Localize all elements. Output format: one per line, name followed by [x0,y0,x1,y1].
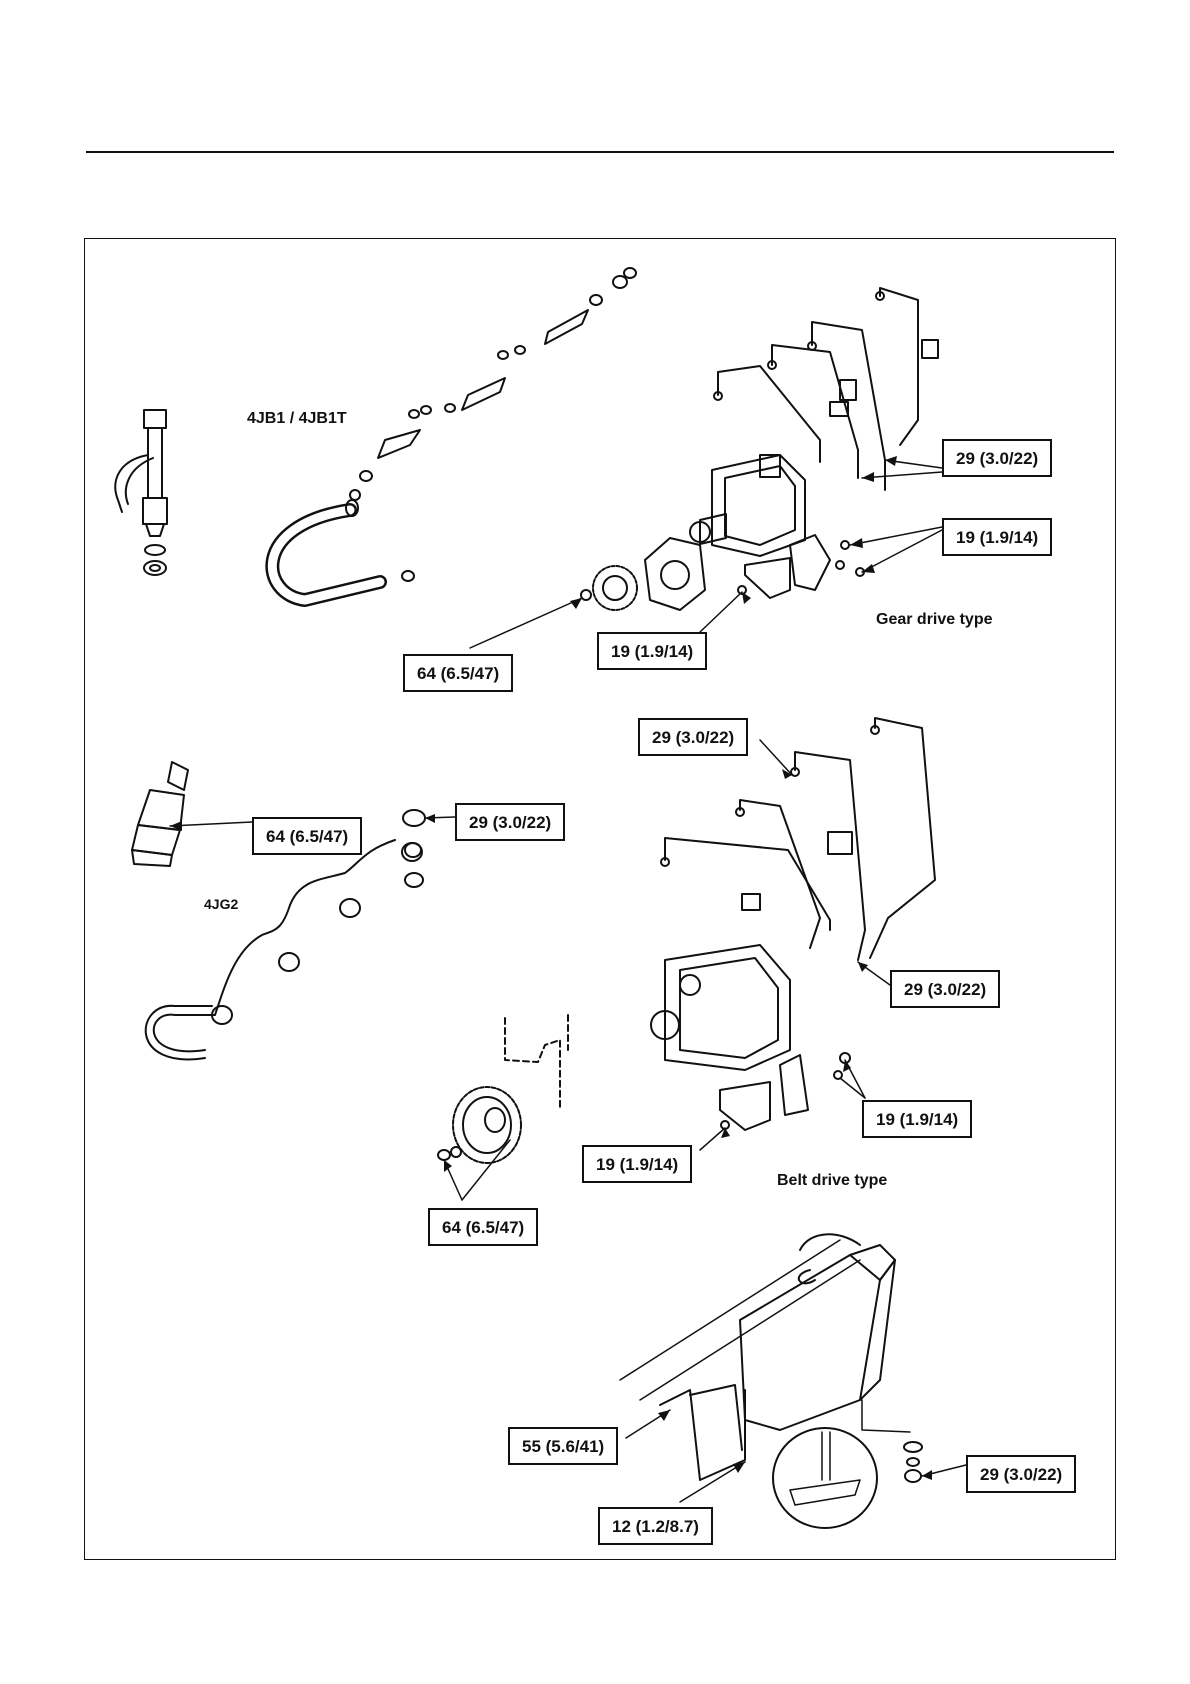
gear-drive-label: Gear drive type [876,611,993,629]
torque-callout-gear-pump-gear-nut: 64 (6.5/47) [403,654,513,692]
torque-callout-eyebolt-4jg2: 29 (3.0/22) [455,803,565,841]
torque-callout-belt-pipe-lower: 29 (3.0/22) [890,970,1000,1008]
timing-pulley [438,1087,521,1163]
torque-callout-gear-bracket-lower: 19 (1.9/14) [597,632,707,670]
leader-lines [170,460,966,1502]
torque-callout-tank-drain: 29 (3.0/22) [966,1455,1076,1493]
injection-pump-gear-drive [581,288,938,610]
engine-label-4jb1: 4JB1 / 4JB1T [247,410,347,428]
leak-off-hose-4jb1 [272,268,636,600]
injection-pump-belt-drive [505,718,935,1130]
torque-callout-gear-pipe-nuts: 29 (3.0/22) [942,439,1052,477]
torque-callout-injector-4jg2: 64 (6.5/47) [252,817,362,855]
injector-4jb1 [115,410,167,575]
injector-4jg2 [132,762,188,866]
belt-drive-label: Belt drive type [777,1172,887,1190]
torque-callout-gear-bracket-bolts: 19 (1.9/14) [942,518,1052,556]
fuel-tank [620,1234,922,1528]
torque-callout-belt-bracket-bolts: 19 (1.9/14) [862,1100,972,1138]
torque-callout-belt-pipe-upper: 29 (3.0/22) [638,718,748,756]
torque-callout-belt-pulley-nut: 64 (6.5/47) [428,1208,538,1246]
torque-callout-tank-strap: 55 (5.6/41) [508,1427,618,1465]
leader-arrowheads [170,456,932,1480]
torque-callout-belt-bracket-lower: 19 (1.9/14) [582,1145,692,1183]
engine-label-4jg2: 4JG2 [204,896,238,912]
torque-callout-tank-strap-lower: 12 (1.2/8.7) [598,1507,713,1545]
